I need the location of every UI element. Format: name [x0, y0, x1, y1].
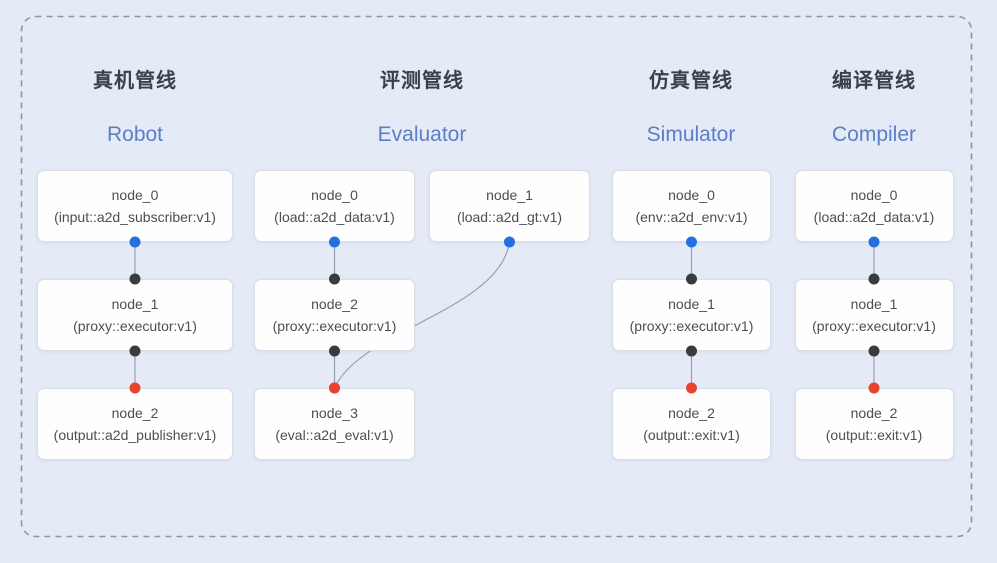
node-name: node_2: [111, 405, 159, 421]
node-type: (output::exit:v1): [643, 427, 740, 443]
node-name: node_1: [850, 296, 898, 312]
node-name: node_0: [111, 187, 159, 203]
node-name: node_0: [850, 187, 898, 203]
node-name: node_2: [311, 296, 358, 312]
node-type: (output::exit:v1): [825, 427, 923, 443]
node-name: node_2: [850, 405, 898, 421]
node-type: (load::a2d_data:v1): [813, 209, 935, 225]
node-type: (load::a2d_gt:v1): [456, 209, 563, 225]
node-box[interactable]: node_1(proxy::executor:v1): [794, 279, 954, 351]
node-name: node_0: [668, 187, 715, 203]
node-type: (proxy::executor:v1): [629, 318, 754, 334]
node-type: (input::a2d_subscriber:v1): [54, 209, 216, 225]
node-name: node_1: [111, 296, 159, 312]
node-box[interactable]: node_0(env::a2d_env:v1): [612, 170, 771, 242]
title-en-simulator: Simulator: [646, 123, 736, 146]
node-box[interactable]: node_3(eval::a2d_eval:v1): [254, 388, 415, 460]
title-zh-compiler: 编译管线: [832, 70, 916, 92]
node-type: (output::a2d_publisher:v1): [53, 427, 217, 443]
node-box[interactable]: node_0(input::a2d_subscriber:v1): [37, 170, 233, 242]
node-name: node_2: [668, 405, 715, 421]
node-box[interactable]: node_2(output::a2d_publisher:v1): [37, 388, 233, 460]
node-type: (env::a2d_env:v1): [635, 209, 748, 225]
title-en-compiler: Compiler: [831, 123, 917, 146]
node-box[interactable]: node_1(load::a2d_gt:v1): [429, 170, 590, 242]
node-name: node_1: [486, 187, 533, 203]
title-zh-simulator: 仿真管线: [649, 70, 733, 92]
node-type: (proxy::executor:v1): [812, 318, 936, 334]
node-type: (proxy::executor:v1): [73, 318, 197, 334]
node-box[interactable]: node_0(load::a2d_data:v1): [254, 170, 415, 242]
node-box[interactable]: node_0(load::a2d_data:v1): [794, 170, 954, 242]
node-type: (load::a2d_data:v1): [274, 209, 395, 225]
title-en-evaluator: Evaluator: [377, 123, 467, 146]
node-box[interactable]: node_2(proxy::executor:v1): [254, 279, 415, 351]
title-zh-robot: 真机管线: [93, 70, 177, 92]
node-name: node_3: [311, 405, 358, 421]
node-box[interactable]: node_2(output::exit:v1): [612, 388, 771, 460]
node-name: node_0: [311, 187, 358, 203]
title-en-robot: Robot: [106, 123, 164, 146]
node-name: node_1: [668, 296, 715, 312]
node-box[interactable]: node_1(proxy::executor:v1): [612, 279, 771, 351]
title-zh-evaluator: 评测管线: [380, 70, 464, 92]
node-box[interactable]: node_1(proxy::executor:v1): [37, 279, 233, 351]
node-type: (eval::a2d_eval:v1): [275, 427, 394, 443]
node-box[interactable]: node_2(output::exit:v1): [794, 388, 954, 460]
node-type: (proxy::executor:v1): [272, 318, 397, 334]
